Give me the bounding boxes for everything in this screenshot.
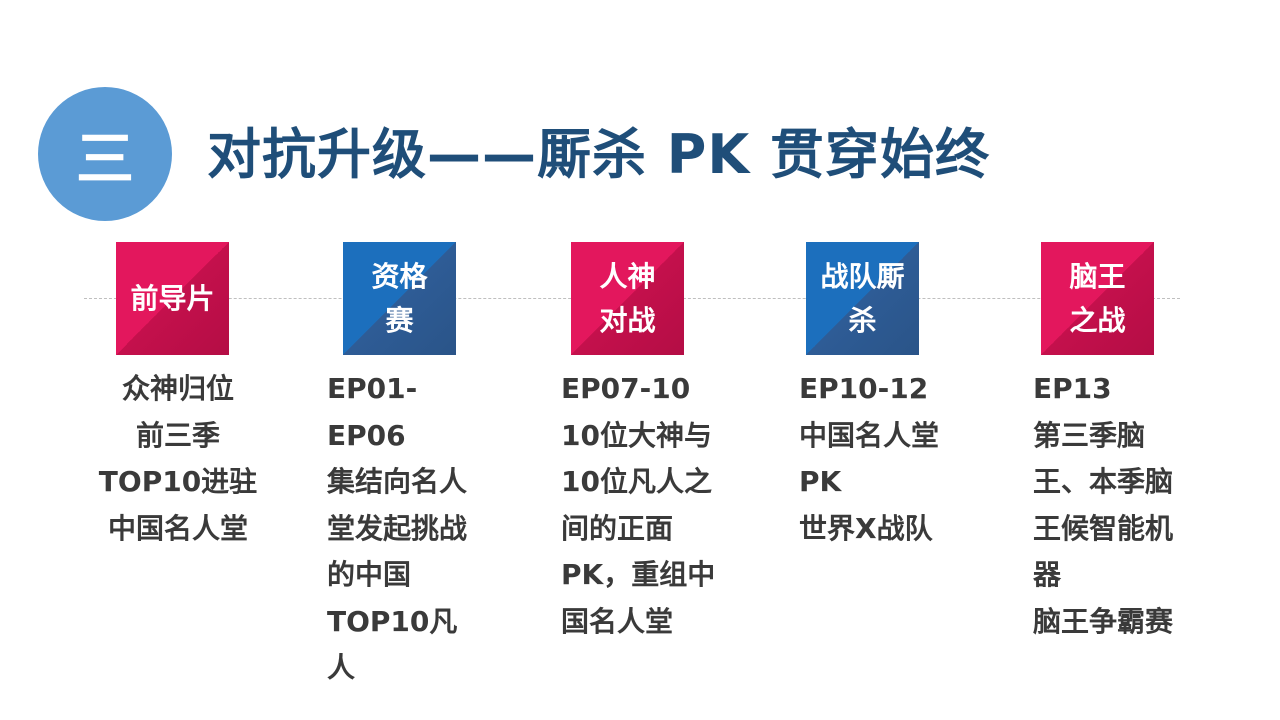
page-title: 对抗升级——厮杀 PK 贯穿始终	[207, 123, 991, 186]
stage-box-qualifier: 资格 赛	[343, 242, 456, 355]
stage-box-preview: 前导片	[116, 242, 229, 355]
stage-description-team-battle: EP10-12 中国名人堂 PK 世界X战队	[799, 372, 940, 545]
stage-box-human-vs-god: 人神 对战	[571, 242, 684, 355]
stage-description-brain-king: EP13 第三季脑 王、本季脑 王候智能机 器 脑王争霸赛	[1033, 372, 1174, 638]
stage-description-qualifier: EP01- EP06 集结向名人 堂发起挑战 的中国 TOP10凡 人	[327, 372, 468, 684]
stage-description-preview: 众神归位 前三季 TOP10进驻 中国名人堂	[98, 372, 258, 545]
stage-label: 脑王 之战	[1069, 259, 1126, 337]
stage-box-brain-king: 脑王 之战	[1041, 242, 1154, 355]
stage-description-human-vs-god: EP07-10 10位大神与 10位凡人之 间的正面 PK，重组中 国名人堂	[561, 372, 716, 638]
stage-label: 战队厮 杀	[820, 259, 905, 337]
section-number: 三	[75, 125, 134, 193]
stage-label: 前导片	[130, 281, 215, 315]
stage-label: 人神 对战	[599, 259, 656, 337]
section-number-badge: 三	[38, 87, 172, 221]
stage-box-team-battle: 战队厮 杀	[806, 242, 919, 355]
stage-label: 资格 赛	[371, 259, 428, 337]
